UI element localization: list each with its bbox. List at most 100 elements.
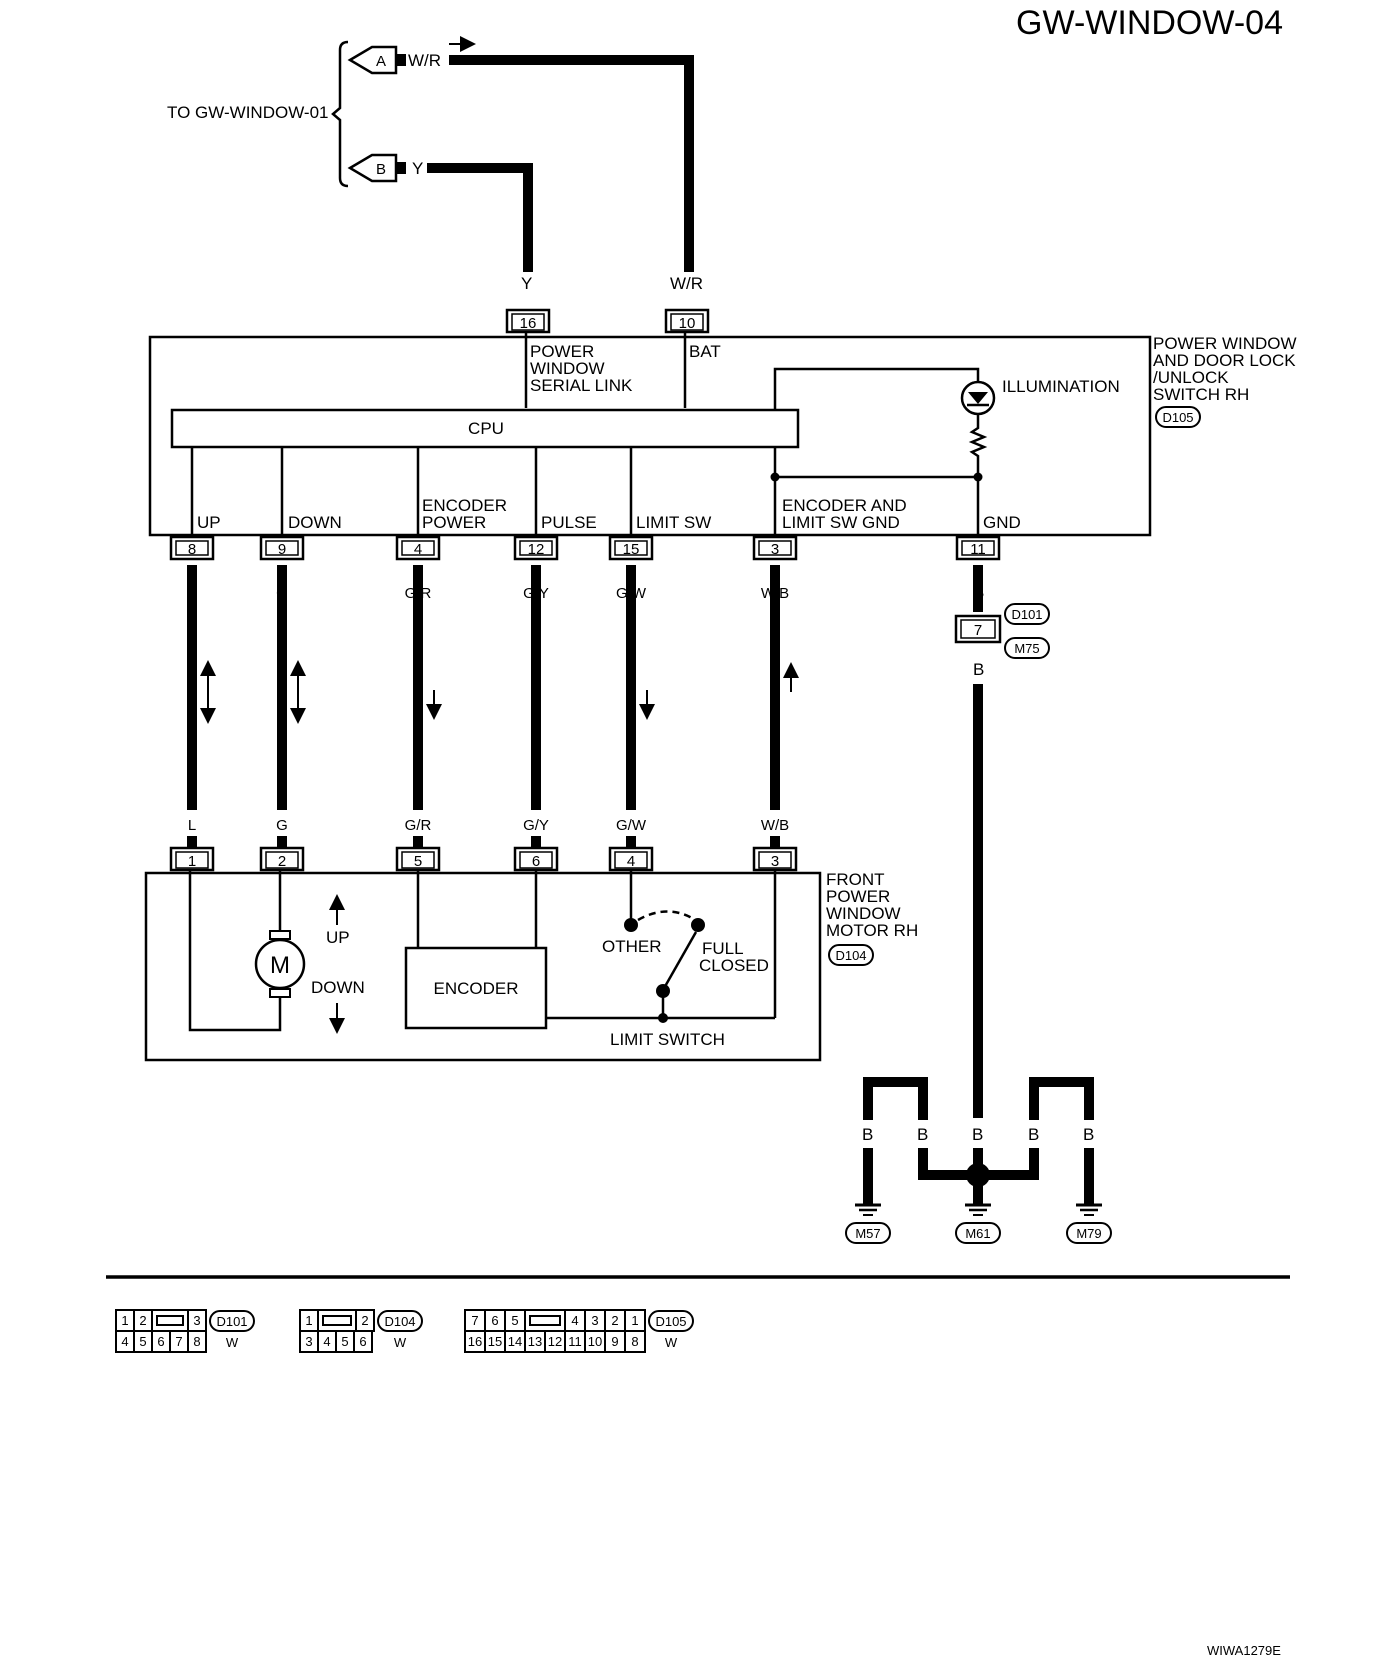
switch-name-line-4: SWITCH RH xyxy=(1153,385,1249,404)
resistor-icon xyxy=(968,414,988,476)
connector-cell: 14 xyxy=(508,1334,522,1349)
harness-wire-6: W/B W/B xyxy=(761,565,799,848)
svg-text:16: 16 xyxy=(520,315,537,332)
harness-wire-1: LL xyxy=(187,565,216,848)
connector-view-color: W xyxy=(226,1335,239,1350)
connector-view-id: D104 xyxy=(384,1314,415,1329)
serial-link-line-1: POWER xyxy=(530,342,594,361)
offpage-wire-a: W/R xyxy=(408,51,441,70)
connector-cell: 1 xyxy=(631,1313,638,1328)
latch-icon xyxy=(322,1315,352,1326)
connector-cell: 4 xyxy=(323,1334,330,1349)
motor-name-line-3: WINDOW xyxy=(826,904,901,923)
cpu-block xyxy=(170,408,800,449)
serial-link-line-3: SERIAL LINK xyxy=(530,376,633,395)
connector-cell: 6 xyxy=(491,1313,498,1328)
svg-text:M75: M75 xyxy=(1014,641,1039,656)
connector-cell: 5 xyxy=(511,1313,518,1328)
connector-cell: 9 xyxy=(611,1334,618,1349)
motor-pin-1: 1 xyxy=(169,846,215,872)
svg-text:D101: D101 xyxy=(1011,607,1042,622)
switch-pin-number: 4 xyxy=(414,541,422,558)
other-label: OTHER xyxy=(602,937,662,956)
inline-connector-7: 7 xyxy=(954,614,1002,644)
motor-up-label: UP xyxy=(326,928,350,947)
connector-cell: 7 xyxy=(175,1334,182,1349)
connector-view-id: D105 xyxy=(655,1314,686,1329)
switch-pin-number: 12 xyxy=(528,541,545,558)
terminal-encoder-gnd-2: LIMIT SW GND xyxy=(782,513,900,532)
switch-travel-dashed xyxy=(637,910,693,922)
inline-connector-d101-badge: D101 xyxy=(1004,603,1050,625)
svg-text:M57: M57 xyxy=(855,1226,880,1241)
cpu-label: CPU xyxy=(468,419,504,438)
connector-cell: 4 xyxy=(121,1334,128,1349)
svg-text:M79: M79 xyxy=(1076,1226,1101,1241)
harness-bottom-label: W/B xyxy=(761,817,789,834)
connector-cell: 8 xyxy=(193,1334,200,1349)
motor-pin-number: 6 xyxy=(532,853,540,870)
connector-cell: 3 xyxy=(305,1334,312,1349)
wire-label-wr: W/R xyxy=(670,274,703,293)
ground-branch-wire-3: B xyxy=(972,1125,983,1144)
terminal-up-label: UP xyxy=(197,513,221,532)
switch-pin-11: 11 xyxy=(955,535,1001,561)
motor-name-line-1: FRONT xyxy=(826,870,885,889)
motor-name-line-2: POWER xyxy=(826,887,890,906)
ground-splice xyxy=(966,1163,990,1187)
connector-cell: 1 xyxy=(305,1313,312,1328)
harness-top-label: L xyxy=(188,585,196,602)
connector-cell: 6 xyxy=(157,1334,164,1349)
ground-m79: M79 xyxy=(1066,1203,1112,1244)
switch-pin-number: 11 xyxy=(970,541,986,558)
ground-branch-wire-1: B xyxy=(862,1125,873,1144)
latch-icon xyxy=(156,1315,184,1326)
harness-bottom-label: G/W xyxy=(616,817,647,834)
harness-top-label: W/B xyxy=(761,585,789,602)
switch-pin-number: 15 xyxy=(623,541,640,558)
connector-view-id: D101 xyxy=(216,1314,247,1329)
offpage-bracket xyxy=(331,40,349,188)
motor-pin-4: 4 xyxy=(608,846,654,872)
wire-wr xyxy=(449,55,694,272)
motor-name-line-4: MOTOR RH xyxy=(826,921,918,940)
switch-name-line-2: AND DOOR LOCK xyxy=(1153,351,1296,370)
harness-top-label: G/R xyxy=(405,585,432,602)
terminal-down-label: DOWN xyxy=(288,513,342,532)
switch-connector-badge: D105 xyxy=(1155,406,1201,428)
encoder-label: ENCODER xyxy=(433,979,518,998)
connector-cell: 15 xyxy=(488,1334,502,1349)
connector-cell: 5 xyxy=(139,1334,146,1349)
harness-wire-2: GG xyxy=(276,565,306,848)
connector-cell: 1 xyxy=(121,1313,128,1328)
connector-cell: 2 xyxy=(611,1313,618,1328)
connector-cell: 13 xyxy=(528,1334,542,1349)
connector-cell: 7 xyxy=(471,1313,478,1328)
svg-text:D104: D104 xyxy=(835,948,866,963)
svg-text:M61: M61 xyxy=(965,1226,990,1241)
motor-down-label: DOWN xyxy=(311,978,365,997)
motor-pin-number: 2 xyxy=(278,853,286,870)
switch-pin-number: 3 xyxy=(771,541,779,558)
switch-pin-12: 12 xyxy=(513,535,559,561)
svg-text:7: 7 xyxy=(974,622,982,639)
offpage-wire-b: Y xyxy=(412,159,423,178)
illumination-led-icon xyxy=(960,380,996,416)
illumination-wire xyxy=(773,367,980,410)
to-page-label: TO GW-WINDOW-01 xyxy=(167,103,329,122)
connector-cell: 6 xyxy=(359,1334,366,1349)
switch-pin-8: 8 xyxy=(169,535,215,561)
connector-cell: 5 xyxy=(341,1334,348,1349)
offpage-connector-b: B Y xyxy=(347,153,423,183)
encoder-block xyxy=(404,946,548,1030)
svg-text:10: 10 xyxy=(679,315,696,332)
wire-y xyxy=(427,163,533,272)
motor-pin-number: 5 xyxy=(414,853,422,870)
motor-pin-2: 2 xyxy=(259,846,305,872)
connector-cell: 8 xyxy=(631,1334,638,1349)
ground-m57: M57 xyxy=(845,1203,891,1244)
ground-wire-bottom-label: B xyxy=(973,660,984,679)
